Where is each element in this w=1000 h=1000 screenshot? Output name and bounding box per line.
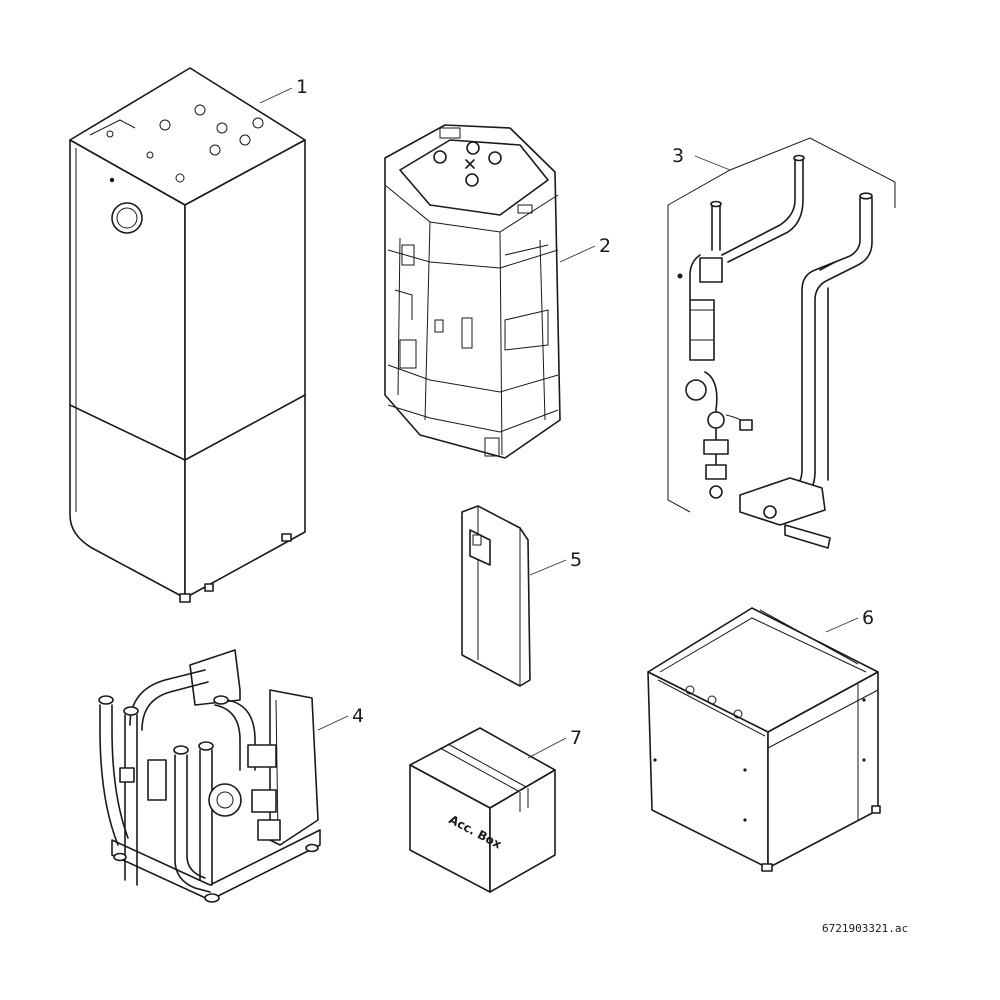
callout-4: 4 (352, 705, 364, 727)
callout-1: 1 (296, 76, 308, 98)
part-4-hydraulic-module (98, 649, 321, 903)
part-3-pipe-kit (667, 137, 896, 549)
callout-7: 7 (570, 727, 582, 749)
part-6-base-unit (647, 607, 881, 872)
leader-lines (259, 87, 859, 759)
part-5-side-panel (461, 505, 531, 687)
part-7-accessory-box: Acc. Box (409, 727, 556, 893)
callout-6: 6 (862, 607, 874, 629)
callout-2: 2 (599, 235, 611, 257)
part-1-indoor-unit (69, 67, 306, 603)
figure-reference-code: 6721903321.ac (822, 922, 908, 935)
callout-3: 3 (672, 145, 684, 167)
part-2-tank-assembly (384, 124, 561, 459)
callout-5: 5 (570, 549, 582, 571)
